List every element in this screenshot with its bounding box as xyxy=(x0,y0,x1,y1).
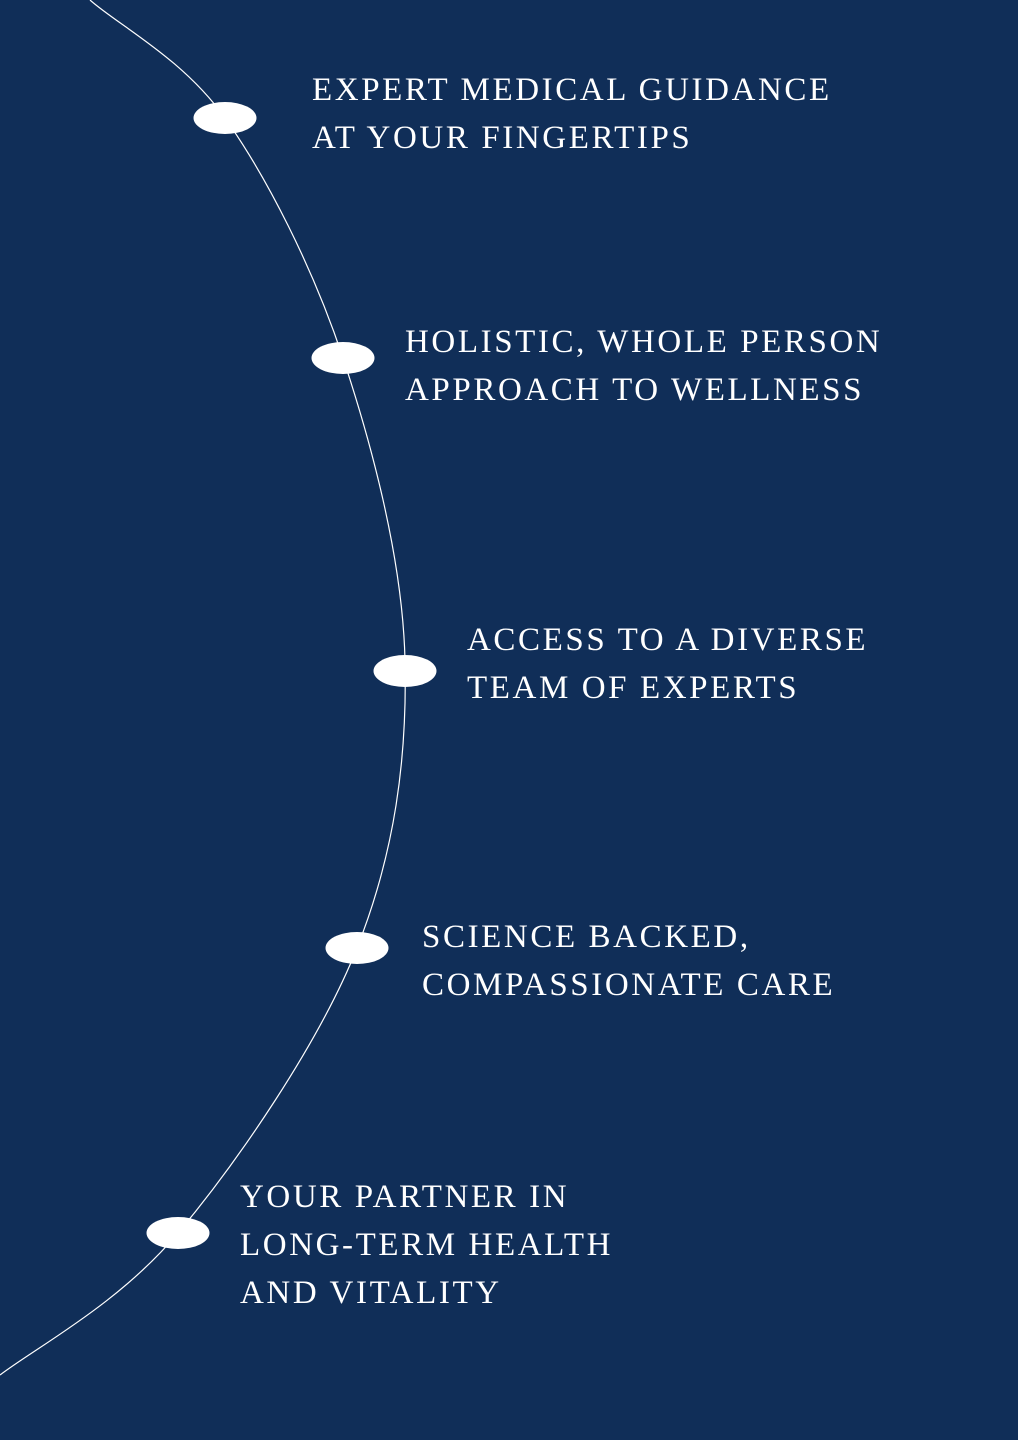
timeline-marker-5 xyxy=(146,1217,210,1249)
timeline-item-5: YOUR PARTNER IN LONG-TERM HEALTH AND VIT… xyxy=(240,1173,613,1317)
item-line: TEAM OF EXPERTS xyxy=(467,670,800,706)
timeline-arc xyxy=(0,0,406,1376)
timeline-item-3: ACCESS TO A DIVERSE TEAM OF EXPERTS xyxy=(467,616,868,712)
item-line: COMPASSIONATE CARE xyxy=(422,967,836,1003)
timeline-marker-1 xyxy=(193,102,257,134)
item-line: AT YOUR FINGERTIPS xyxy=(312,120,693,156)
timeline-marker-4 xyxy=(325,932,389,964)
timeline-item-2: HOLISTIC, WHOLE PERSON APPROACH TO WELLN… xyxy=(405,318,882,414)
item-line: HOLISTIC, WHOLE PERSON xyxy=(405,324,883,360)
item-line: SCIENCE BACKED, xyxy=(422,919,751,955)
timeline-marker-2 xyxy=(311,342,375,374)
item-line: AND VITALITY xyxy=(240,1275,502,1311)
item-line: APPROACH TO WELLNESS xyxy=(405,372,865,408)
timeline-item-1: EXPERT MEDICAL GUIDANCE AT YOUR FINGERTI… xyxy=(312,66,832,162)
item-line: ACCESS TO A DIVERSE xyxy=(467,622,869,658)
item-line: YOUR PARTNER IN xyxy=(240,1179,570,1215)
timeline-item-4: SCIENCE BACKED, COMPASSIONATE CARE xyxy=(422,913,835,1009)
item-line: EXPERT MEDICAL GUIDANCE xyxy=(312,72,832,108)
item-line: LONG-TERM HEALTH xyxy=(240,1227,614,1263)
timeline-marker-3 xyxy=(373,655,437,687)
